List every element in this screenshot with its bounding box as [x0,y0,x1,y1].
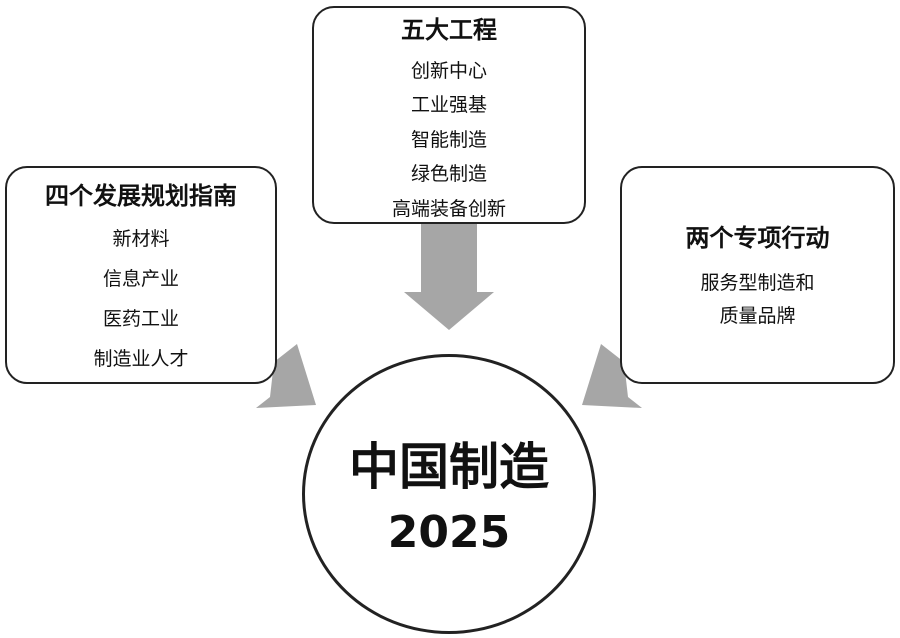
center-circle: 中国制造 2025 [302,354,596,634]
arrow-left [256,344,316,408]
four-guides-item: 信息产业 [102,267,179,290]
five-projects-item: 创新中心 [410,59,487,82]
four-guides-box: 四个发展规划指南 新材料 信息产业 医药工业 制造业人才 [5,166,277,384]
two-actions-title: 两个专项行动 [685,223,830,252]
four-guides-item: 新材料 [112,227,170,250]
five-projects-box: 五大工程 创新中心 工业强基 智能制造 绿色制造 高端装备创新 [312,6,586,224]
center-title: 中国制造 [349,438,549,496]
four-guides-item: 制造业人才 [93,347,189,370]
five-projects-title: 五大工程 [401,15,497,44]
arrow-top [404,224,494,330]
five-projects-item: 高端装备创新 [391,197,506,220]
arrow-right [582,344,642,408]
four-guides-title: 四个发展规划指南 [45,181,237,210]
center-year: 2025 [387,507,511,558]
two-actions-item: 质量品牌 [719,304,796,327]
five-projects-item: 绿色制造 [410,163,487,186]
two-actions-box: 两个专项行动 服务型制造和 质量品牌 [620,166,895,384]
five-projects-item: 工业强基 [410,94,487,117]
five-projects-item: 智能制造 [410,128,487,151]
two-actions-item: 服务型制造和 [700,271,815,294]
four-guides-item: 医药工业 [102,307,179,330]
